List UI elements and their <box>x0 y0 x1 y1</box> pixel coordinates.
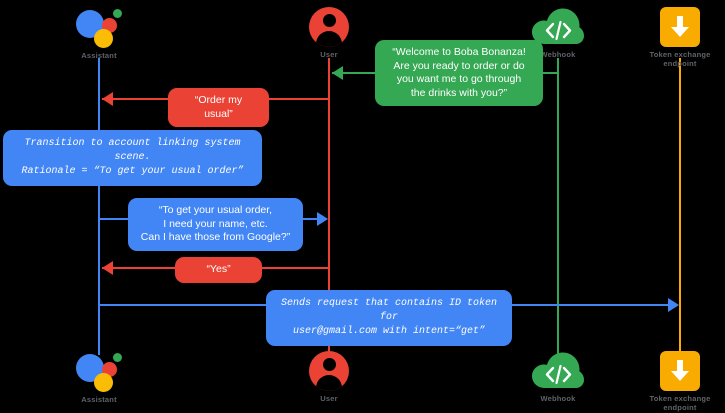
cloud-code-icon <box>532 7 584 47</box>
user-avatar-icon <box>309 7 349 47</box>
actor-token-endpoint-top: Token exchange endpoint <box>625 7 725 68</box>
note-transition-account-linking: Transition to account linking system sce… <box>3 130 262 186</box>
user-avatar-icon <box>309 351 349 391</box>
download-box-icon <box>660 7 700 47</box>
arrow-head-sends-request <box>668 298 679 312</box>
google-assistant-icon <box>76 350 122 392</box>
message-bubble-yes: “Yes” <box>175 257 262 283</box>
actor-user-top: User <box>274 7 384 59</box>
arrow-head-order-my-usual <box>102 92 113 106</box>
google-assistant-icon <box>76 6 122 48</box>
actor-webhook-top: Webhook <box>503 7 613 59</box>
actor-label-user: User <box>320 394 338 403</box>
arrow-head-need-your-name <box>317 212 328 226</box>
actor-label-assistant: Assistant <box>81 395 117 404</box>
actor-label-token-endpoint: Token exchange endpoint <box>649 50 711 68</box>
actor-label-webhook: Webhook <box>540 394 576 403</box>
arrow-head-welcome <box>332 66 343 80</box>
message-bubble-order-my-usual: “Order my usual” <box>168 88 269 127</box>
arrow-head-yes <box>102 261 113 275</box>
actor-label-token-endpoint: Token exchange endpoint <box>649 394 711 412</box>
note-sends-request: Sends request that contains ID token for… <box>266 290 512 346</box>
actor-user-bottom: User <box>274 351 384 403</box>
cloud-code-icon <box>532 351 584 391</box>
download-box-icon <box>660 351 700 391</box>
actor-label-assistant: Assistant <box>81 51 117 60</box>
message-bubble-need-your-name: “To get your usual order, I need your na… <box>128 198 303 251</box>
actor-webhook-bottom: Webhook <box>503 351 613 403</box>
lifeline-user <box>328 58 330 355</box>
lifeline-webhook <box>557 58 559 355</box>
actor-assistant-top: Assistant <box>44 6 154 60</box>
lifeline-assistant <box>98 58 100 355</box>
message-bubble-welcome: “Welcome to Boba Bonanza! Are you ready … <box>375 40 543 106</box>
actor-assistant-bottom: Assistant <box>44 350 154 404</box>
actor-token-endpoint-bottom: Token exchange endpoint <box>625 351 725 412</box>
lifeline-token-endpoint <box>679 58 681 355</box>
actor-label-webhook: Webhook <box>540 50 576 59</box>
actor-label-user: User <box>320 50 338 59</box>
